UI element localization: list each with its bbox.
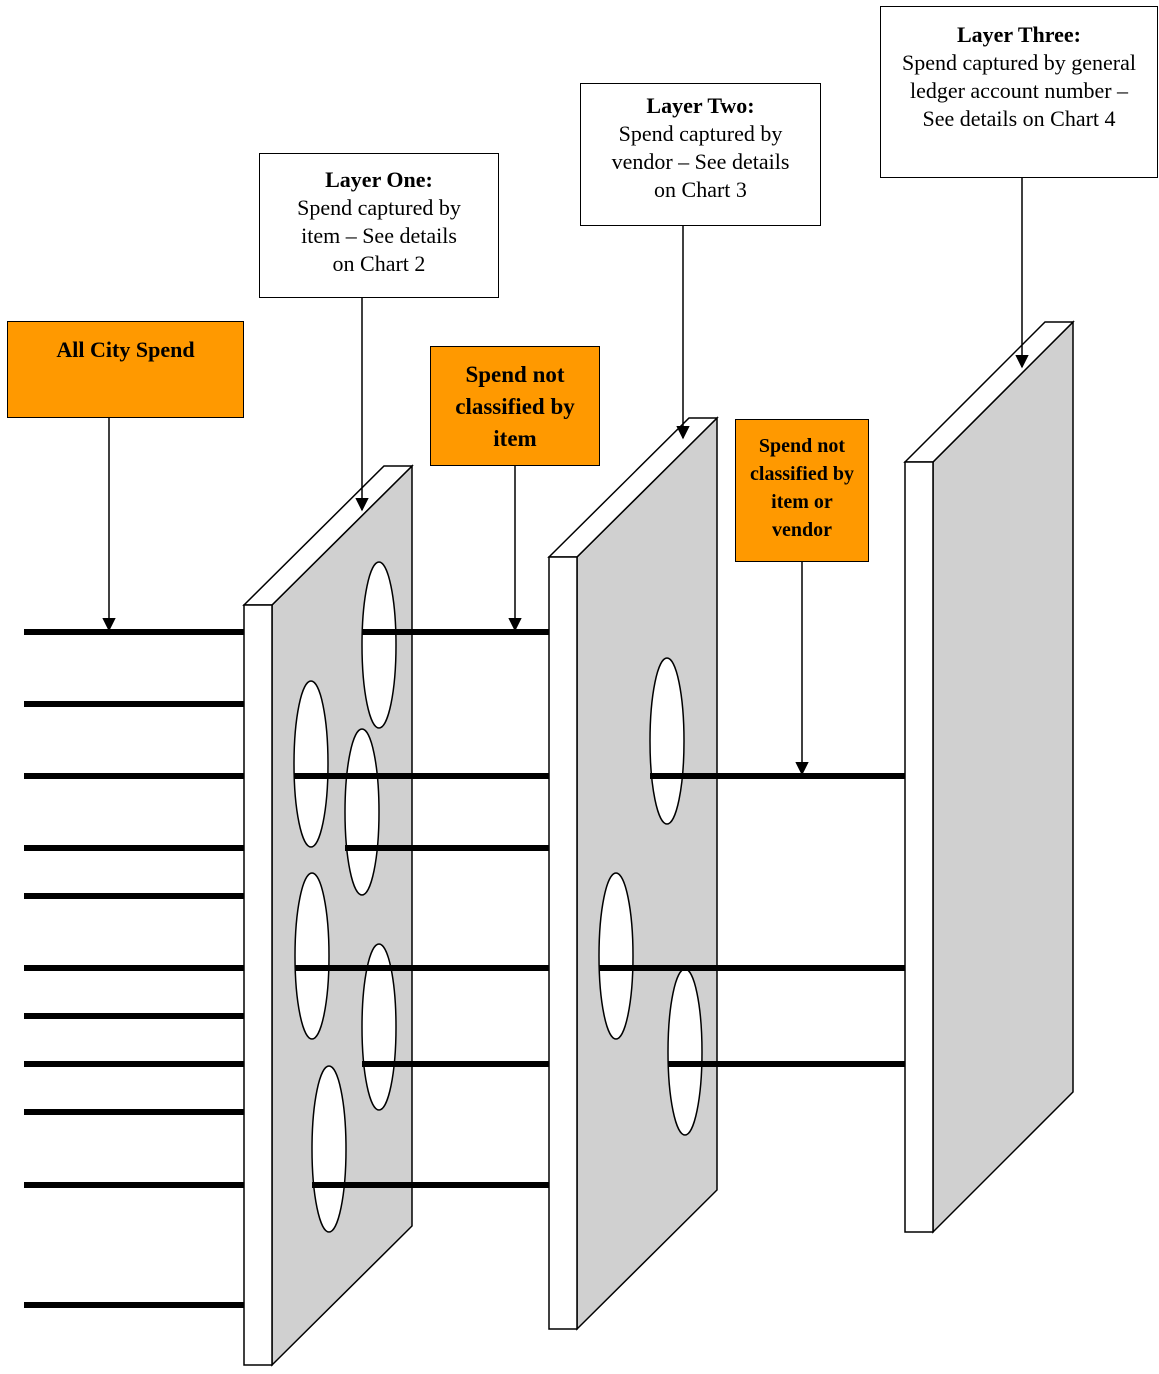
layer-one-hole xyxy=(345,729,379,895)
layer-two-box: Layer Two: Spend captured by vendor – Se… xyxy=(580,83,821,226)
layer-two-title: Layer Two: xyxy=(609,92,792,120)
layer-one-hole xyxy=(312,1066,346,1232)
not-by-item-or-vendor-box: Spend not classified by item or vendor xyxy=(735,419,869,562)
layer-three-box: Layer Three: Spend captured by general l… xyxy=(880,6,1158,178)
layer-one-panel xyxy=(244,466,412,1365)
all-city-spend-box: All City Spend xyxy=(7,321,244,418)
layer-one-hole xyxy=(362,562,396,728)
layer-three-panel-edge xyxy=(905,462,933,1232)
layer-two-hole xyxy=(668,969,702,1135)
layer-three-title: Layer Three: xyxy=(895,21,1143,49)
not-by-item-label: Spend not classified by item xyxy=(455,362,574,451)
layer-one-description: Spend captured by item – See details on … xyxy=(290,194,468,278)
layer-one-hole xyxy=(294,681,328,847)
layer-two-description: Spend captured by vendor – See details o… xyxy=(609,120,792,204)
spend-lines xyxy=(24,632,905,1305)
layer-one-hole xyxy=(295,873,329,1039)
layer-one-title: Layer One: xyxy=(290,166,468,194)
layer-three-panel-face xyxy=(933,322,1073,1232)
layer-three-description: Spend captured by general ledger account… xyxy=(895,49,1143,133)
layer-one-panel-edge xyxy=(244,605,272,1365)
not-by-item-box: Spend not classified by item xyxy=(430,346,600,466)
not-by-item-or-vendor-label: Spend not classified by item or vendor xyxy=(750,435,854,541)
layer-two-panel-edge xyxy=(549,557,577,1329)
layer-two-panel xyxy=(549,418,717,1329)
layer-two-panel-face xyxy=(577,418,717,1329)
layer-two-hole xyxy=(599,873,633,1039)
layer-one-box: Layer One: Spend captured by item – See … xyxy=(259,153,499,298)
layer-two-hole xyxy=(650,658,684,824)
all-city-spend-label: All City Spend xyxy=(56,337,194,362)
layer-three-panel xyxy=(905,322,1073,1232)
